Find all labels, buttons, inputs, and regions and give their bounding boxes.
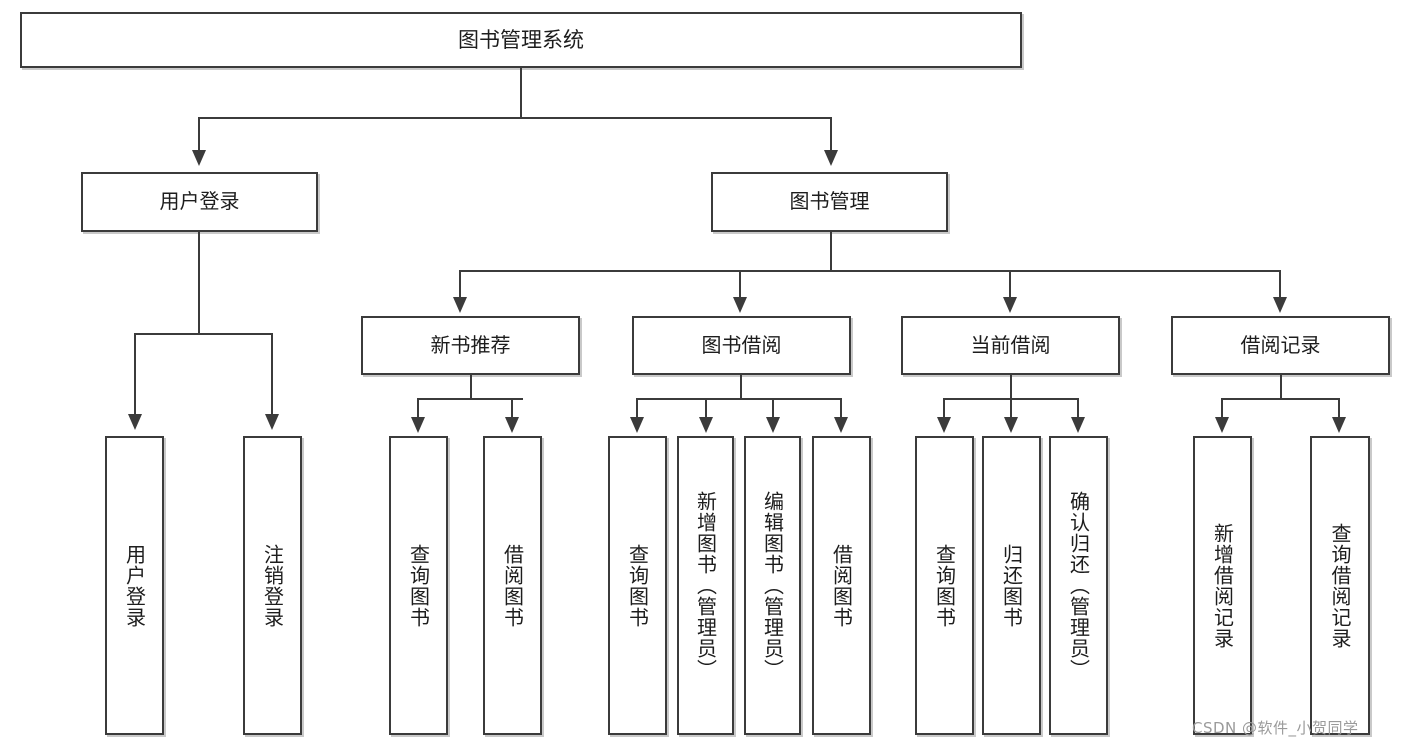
node-label: 借阅记录 <box>1240 332 1321 357</box>
leaf-current-borrow-3[interactable]: 确认归还（管理员） <box>1049 436 1108 735</box>
arrowhead-br-1 <box>1215 417 1229 433</box>
node-label: 图书借阅 <box>701 332 782 357</box>
node-label: 用户登录 <box>122 543 147 628</box>
leaf-borrow-book-2[interactable]: 新增图书（管理员） <box>677 436 734 735</box>
connector-new-book-stem <box>470 375 472 399</box>
connector-drop-borrow-record <box>1279 270 1281 298</box>
csdn-watermark: CSDN @软件_小贺同学 <box>1192 719 1359 737</box>
arrowhead-current-borrow <box>1003 297 1017 313</box>
node-current-borrow[interactable]: 当前借阅 <box>901 316 1120 375</box>
arrowhead-bb-4 <box>834 417 848 433</box>
connector-drop-cb-2 <box>1010 398 1012 418</box>
node-label: 用户登录 <box>159 189 240 214</box>
connector-book-borrow-stem <box>740 375 742 399</box>
arrowhead-leaf-user-login-1 <box>128 414 142 430</box>
connector-drop-new-book <box>459 270 461 298</box>
arrowhead-cb-2 <box>1004 417 1018 433</box>
connector-current-borrow-stem <box>1010 375 1012 399</box>
node-label: 图书管理 <box>789 189 870 214</box>
leaf-borrow-record-1[interactable]: 新增借阅记录 <box>1193 436 1252 735</box>
connector-book-borrow-bus <box>636 398 842 400</box>
node-label: 编辑图书（管理员） <box>760 491 785 680</box>
connector-drop-user-login <box>198 117 200 151</box>
arrowhead-book-borrow <box>733 297 747 313</box>
connector-root-stem <box>520 68 522 118</box>
arrowhead-bb-2 <box>699 417 713 433</box>
connector-drop-br-2 <box>1338 398 1340 418</box>
node-label: 借阅图书 <box>829 543 854 628</box>
connector-drop-current-borrow <box>1009 270 1011 298</box>
arrowhead-user-login <box>192 150 206 166</box>
node-label: 新书推荐 <box>430 332 511 357</box>
connector-book-management-stem <box>830 232 832 271</box>
leaf-borrow-book-1[interactable]: 查询图书 <box>608 436 667 735</box>
connector-drop-nb-1 <box>417 398 419 418</box>
connector-drop-leaf-user-login-1 <box>134 333 136 415</box>
node-label: 查询图书 <box>932 543 957 628</box>
node-label: 查询借阅记录 <box>1328 522 1352 649</box>
connector-level1-bus <box>198 117 832 119</box>
connector-drop-cb-1 <box>943 398 945 418</box>
node-label: 图书管理系统 <box>458 27 584 52</box>
connector-drop-leaf-user-login-2 <box>271 333 273 415</box>
node-label: 新增图书（管理员） <box>693 491 718 680</box>
arrowhead-bb-1 <box>630 417 644 433</box>
node-label: 当前借阅 <box>970 332 1051 357</box>
node-label: 归还图书 <box>999 543 1024 628</box>
leaf-borrow-book-3[interactable]: 编辑图书（管理员） <box>744 436 801 735</box>
node-label: 查询图书 <box>625 543 650 628</box>
arrowhead-bb-3 <box>766 417 780 433</box>
arrowhead-leaf-user-login-2 <box>265 414 279 430</box>
connector-borrow-record-bus <box>1221 398 1340 400</box>
connector-level3-bus <box>459 270 1281 272</box>
arrowhead-br-2 <box>1332 417 1346 433</box>
arrowhead-cb-3 <box>1071 417 1085 433</box>
leaf-user-login-1[interactable]: 用户登录 <box>105 436 164 735</box>
arrowhead-cb-1 <box>937 417 951 433</box>
node-label: 注销登录 <box>260 543 285 628</box>
connector-drop-bb-4 <box>840 398 842 418</box>
node-user-login[interactable]: 用户登录 <box>81 172 318 232</box>
connector-drop-bb-1 <box>636 398 638 418</box>
connector-drop-cb-3 <box>1077 398 1079 418</box>
leaf-new-book-1[interactable]: 查询图书 <box>389 436 448 735</box>
arrowhead-nb-2 <box>505 417 519 433</box>
connector-borrow-record-stem <box>1280 375 1282 399</box>
leaf-user-login-2[interactable]: 注销登录 <box>243 436 302 735</box>
connector-drop-book-borrow <box>739 270 741 298</box>
node-book-management[interactable]: 图书管理 <box>711 172 948 232</box>
connector-drop-nb-2 <box>511 398 513 418</box>
node-book-borrow[interactable]: 图书借阅 <box>632 316 851 375</box>
leaf-borrow-book-4[interactable]: 借阅图书 <box>812 436 871 735</box>
node-label: 新增借阅记录 <box>1210 522 1235 649</box>
connector-drop-bb-3 <box>772 398 774 418</box>
leaf-current-borrow-2[interactable]: 归还图书 <box>982 436 1041 735</box>
arrowhead-book-manage <box>824 150 838 166</box>
connector-user-login-bus <box>134 333 272 335</box>
node-label: 查询图书 <box>406 543 431 628</box>
arrowhead-borrow-record <box>1273 297 1287 313</box>
connector-drop-book-manage <box>830 117 832 151</box>
connector-drop-bb-2 <box>705 398 707 418</box>
node-label: 借阅图书 <box>500 543 525 628</box>
connector-new-book-bus <box>417 398 523 400</box>
leaf-new-book-2[interactable]: 借阅图书 <box>483 436 542 735</box>
node-new-book-recommend[interactable]: 新书推荐 <box>361 316 580 375</box>
leaf-current-borrow-1[interactable]: 查询图书 <box>915 436 974 735</box>
connector-drop-br-1 <box>1221 398 1223 418</box>
arrowhead-nb-1 <box>411 417 425 433</box>
node-borrow-record[interactable]: 借阅记录 <box>1171 316 1390 375</box>
connector-user-login-stem <box>198 232 200 334</box>
leaf-borrow-record-2[interactable]: 查询借阅记录 <box>1310 436 1370 735</box>
node-root-system[interactable]: 图书管理系统 <box>20 12 1022 68</box>
arrowhead-new-book <box>453 297 467 313</box>
node-label: 确认归还（管理员） <box>1066 491 1091 680</box>
